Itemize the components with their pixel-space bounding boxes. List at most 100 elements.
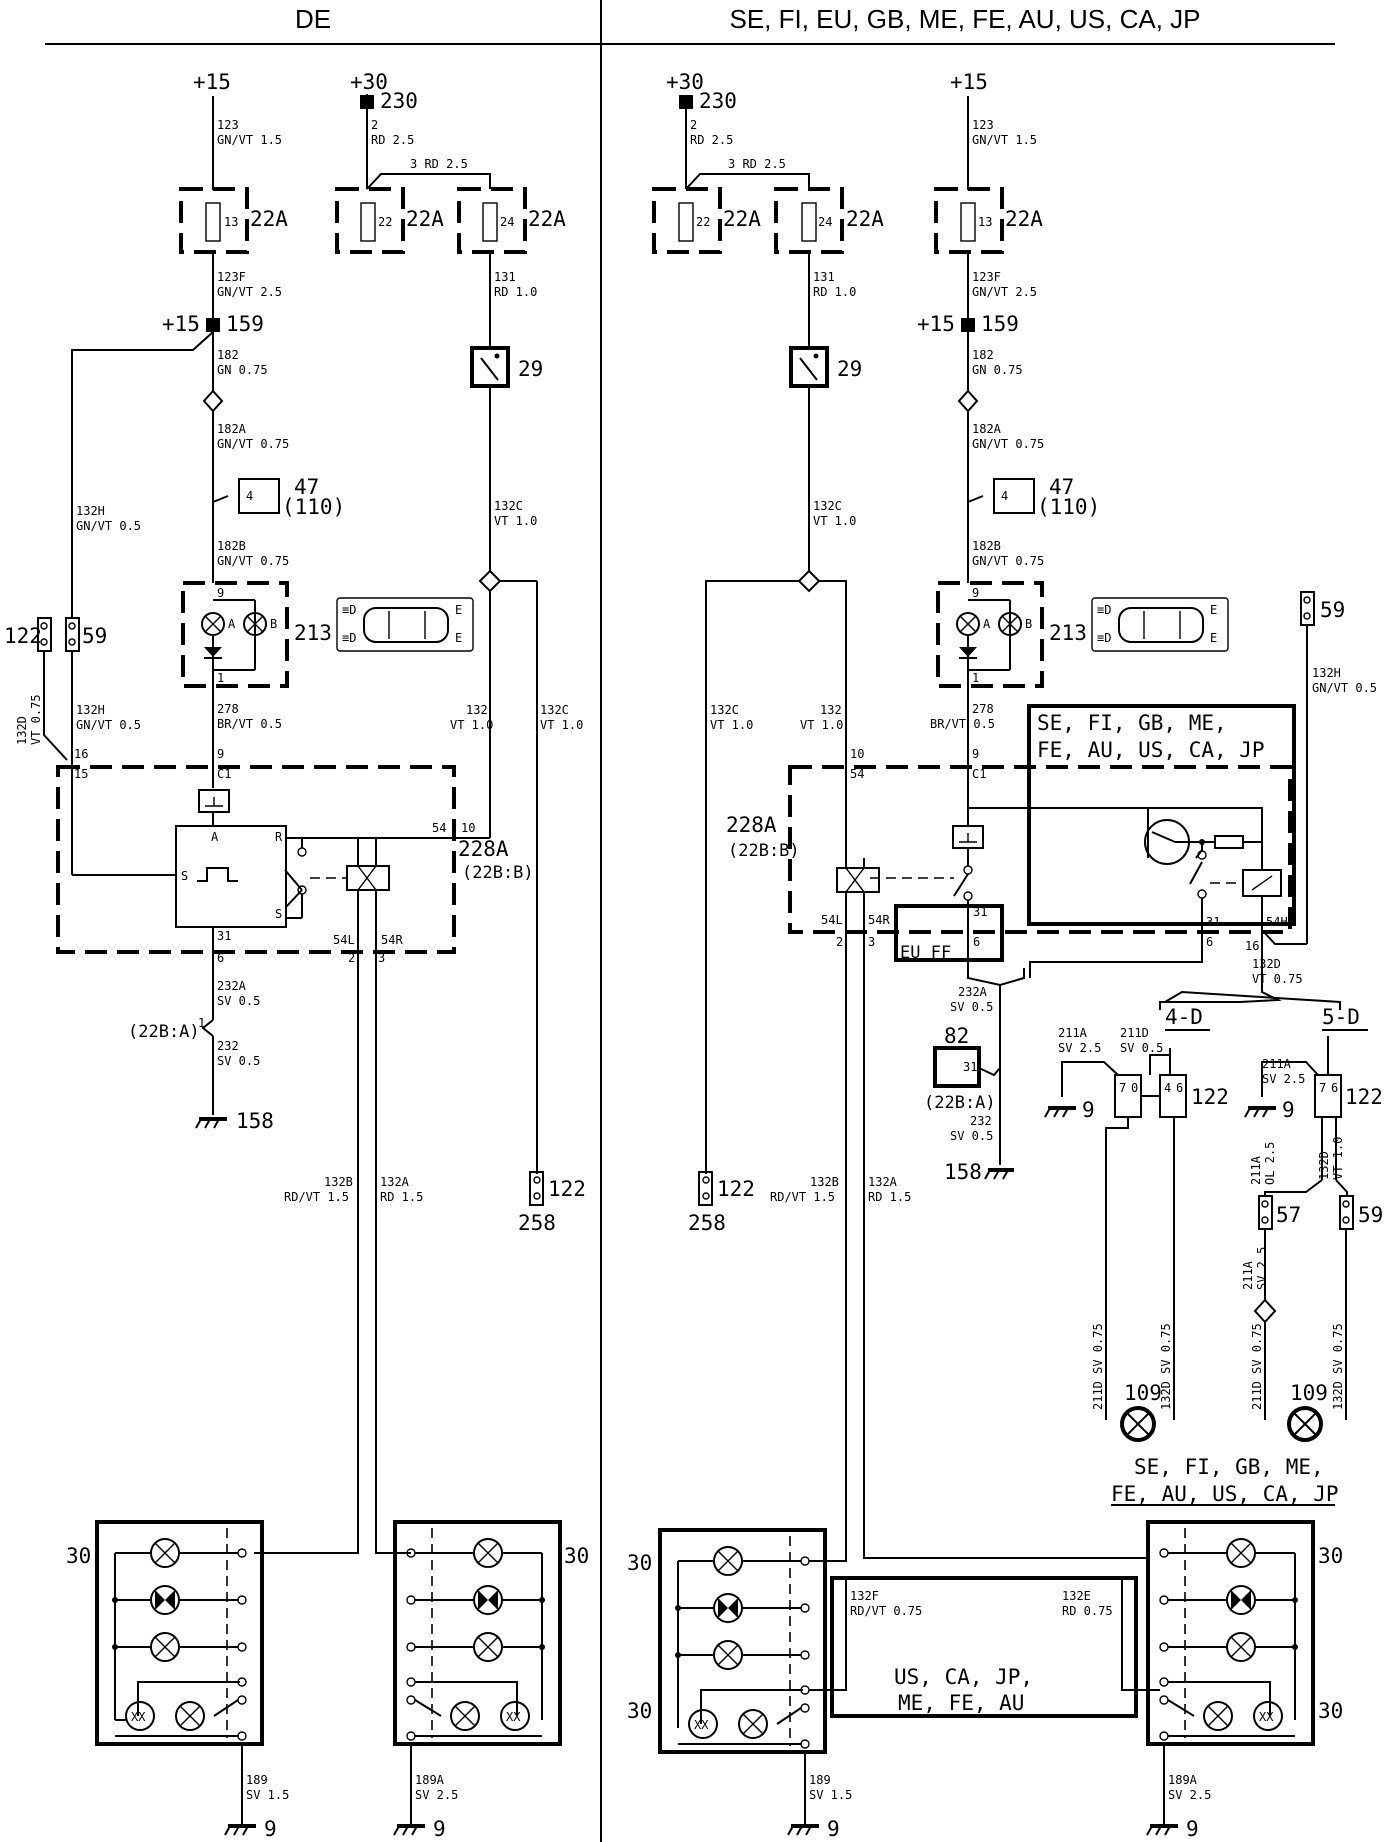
svg-text:VT 1.0: VT 1.0 bbox=[494, 514, 537, 528]
svg-text:182B: 182B bbox=[972, 539, 1001, 553]
lamp-109-4d bbox=[1120, 1406, 1156, 1442]
svg-text:E: E bbox=[455, 631, 462, 645]
svg-text:2: 2 bbox=[371, 118, 378, 132]
svg-text:159: 159 bbox=[981, 312, 1019, 336]
svg-text:122: 122 bbox=[4, 624, 42, 648]
svg-text:5-D: 5-D bbox=[1322, 1005, 1360, 1029]
svg-text:131: 131 bbox=[813, 270, 835, 284]
ground-9-r-b bbox=[1146, 1824, 1178, 1836]
lamp-unit-30-markets-left: XX bbox=[658, 1528, 827, 1754]
svg-text:10: 10 bbox=[850, 747, 864, 761]
svg-text:(110): (110) bbox=[282, 495, 345, 519]
svg-text:82: 82 bbox=[944, 1024, 969, 1048]
car-icon-r: ≡D≡D EE bbox=[1091, 597, 1229, 652]
svg-text:132C: 132C bbox=[540, 703, 569, 717]
svg-text:123: 123 bbox=[972, 118, 994, 132]
svg-text:SV 0.5: SV 0.5 bbox=[1120, 1041, 1163, 1055]
svg-text:E: E bbox=[1210, 603, 1217, 617]
svg-text:4: 4 bbox=[1001, 489, 1008, 503]
component-47 bbox=[238, 478, 280, 514]
svg-text:SV 0.5: SV 0.5 bbox=[217, 994, 260, 1008]
svg-text:123: 123 bbox=[217, 118, 239, 132]
svg-text:≡D: ≡D bbox=[342, 631, 356, 645]
svg-text:22A: 22A bbox=[1005, 207, 1043, 231]
svg-text:VT 1.0: VT 1.0 bbox=[450, 718, 493, 732]
svg-text:22A: 22A bbox=[723, 207, 761, 231]
svg-text:230: 230 bbox=[380, 89, 418, 113]
markets-section: +30 230 2 RD 2.5 3 RD 2.5 22 22A 24 22A … bbox=[627, 70, 1383, 1841]
svg-text:C1: C1 bbox=[972, 767, 986, 781]
de-section: +15 123 GN/VT 1.5 13 22A 123F GN/VT 2.5 … bbox=[4, 70, 589, 1841]
ground-9-r-a bbox=[787, 1824, 819, 1836]
svg-text:EU FF: EU FF bbox=[900, 943, 951, 963]
svg-text:132: 132 bbox=[466, 703, 488, 717]
svg-text:109: 109 bbox=[1124, 1381, 1162, 1405]
svg-text:132C: 132C bbox=[494, 499, 523, 513]
svg-text:30: 30 bbox=[1318, 1699, 1343, 1723]
svg-text:(22B:B): (22B:B) bbox=[462, 863, 534, 883]
svg-text:278: 278 bbox=[217, 702, 239, 716]
svg-text:30: 30 bbox=[66, 1544, 91, 1568]
svg-text:9: 9 bbox=[264, 1817, 277, 1841]
svg-text:SV 1.5: SV 1.5 bbox=[809, 1788, 852, 1802]
svg-text:VT 0.75: VT 0.75 bbox=[29, 694, 43, 745]
svg-text:2: 2 bbox=[348, 951, 355, 965]
svg-text:211A: 211A bbox=[1241, 1260, 1255, 1290]
svg-text:VT 0.75: VT 0.75 bbox=[1252, 972, 1303, 986]
ground-9-4d bbox=[1044, 1106, 1076, 1118]
svg-text:+30: +30 bbox=[350, 70, 388, 94]
svg-text:0: 0 bbox=[1131, 1081, 1138, 1095]
svg-text:232A: 232A bbox=[217, 979, 247, 993]
svg-text:XX: XX bbox=[131, 1710, 146, 1724]
svg-text:9: 9 bbox=[972, 747, 979, 761]
svg-text:30: 30 bbox=[1318, 1544, 1343, 1568]
svg-text:54L: 54L bbox=[333, 933, 355, 947]
ground-9-left-a bbox=[224, 1824, 256, 1836]
svg-text:57: 57 bbox=[1276, 1203, 1301, 1227]
svg-text:RD 1.0: RD 1.0 bbox=[813, 285, 856, 299]
svg-text:RD 2.5: RD 2.5 bbox=[690, 133, 733, 147]
svg-text:6: 6 bbox=[1206, 935, 1213, 949]
fuse-22-box bbox=[335, 187, 405, 254]
svg-text:BR/VT 0.5: BR/VT 0.5 bbox=[930, 717, 995, 731]
svg-text:GN 0.75: GN 0.75 bbox=[217, 363, 268, 377]
svg-text:4: 4 bbox=[246, 489, 253, 503]
svg-text:232A: 232A bbox=[958, 985, 988, 999]
svg-text:B: B bbox=[270, 617, 277, 631]
svg-text:1: 1 bbox=[217, 671, 224, 685]
svg-text:16: 16 bbox=[1245, 939, 1259, 953]
svg-text:29: 29 bbox=[837, 357, 862, 381]
svg-text:(110): (110) bbox=[1037, 495, 1100, 519]
svg-text:132H: 132H bbox=[76, 504, 105, 518]
svg-text:22: 22 bbox=[378, 215, 392, 229]
svg-text:132F: 132F bbox=[850, 1589, 879, 1603]
svg-text:31: 31 bbox=[963, 1060, 977, 1074]
svg-text:122: 122 bbox=[1345, 1085, 1383, 1109]
svg-text:132: 132 bbox=[820, 703, 842, 717]
svg-text:132A: 132A bbox=[380, 1175, 410, 1189]
svg-text:230: 230 bbox=[699, 89, 737, 113]
svg-text:189A: 189A bbox=[415, 1773, 445, 1787]
svg-text:13: 13 bbox=[224, 215, 238, 229]
component-213 bbox=[181, 581, 289, 688]
svg-text:(22B:B): (22B:B) bbox=[728, 841, 800, 861]
svg-text:+30: +30 bbox=[666, 70, 704, 94]
svg-text:XX: XX bbox=[506, 1710, 521, 1724]
svg-text:6: 6 bbox=[1331, 1081, 1338, 1095]
svg-text:59: 59 bbox=[82, 624, 107, 648]
svg-text:VT 1.0: VT 1.0 bbox=[1331, 1137, 1345, 1180]
ground-9-5d bbox=[1244, 1106, 1276, 1118]
svg-text:258: 258 bbox=[688, 1211, 726, 1235]
svg-text:SV 2.5: SV 2.5 bbox=[1255, 1247, 1269, 1290]
svg-text:182: 182 bbox=[217, 348, 239, 362]
component-82 bbox=[933, 1046, 981, 1088]
header-de: DE bbox=[295, 4, 331, 34]
svg-text:3: 3 bbox=[378, 951, 385, 965]
svg-text:29: 29 bbox=[518, 357, 543, 381]
svg-text:RD/VT 1.5: RD/VT 1.5 bbox=[770, 1190, 835, 1204]
svg-text:213: 213 bbox=[294, 621, 332, 645]
svg-text:1: 1 bbox=[972, 671, 979, 685]
svg-text:189: 189 bbox=[246, 1773, 268, 1787]
svg-text:132H: 132H bbox=[76, 703, 105, 717]
svg-text:131: 131 bbox=[494, 270, 516, 284]
